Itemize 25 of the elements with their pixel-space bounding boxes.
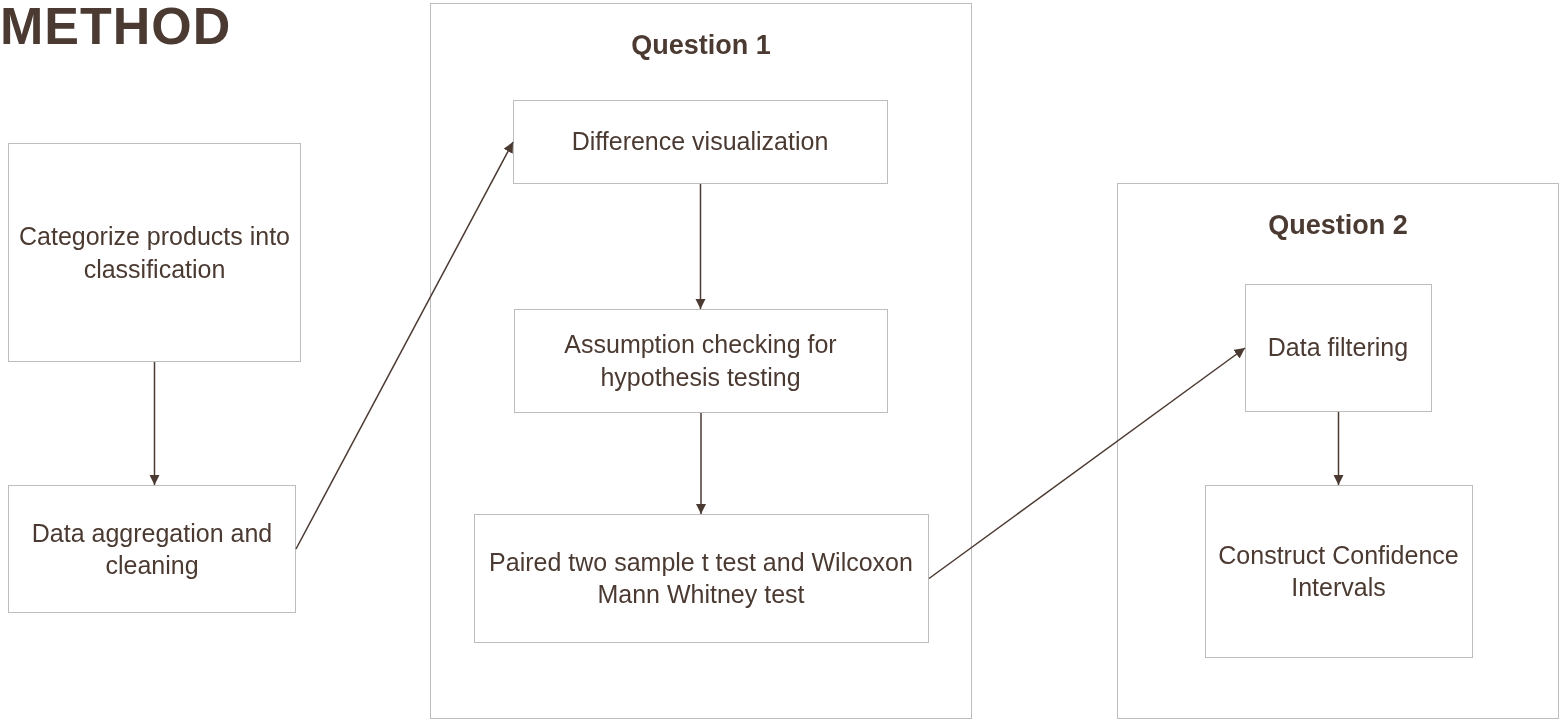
box-label: Construct Confidence Intervals <box>1217 539 1460 603</box>
process-box <box>1244 283 1432 412</box>
box-label: Data aggregation and cleaning <box>30 517 274 581</box>
process-box <box>512 99 888 184</box>
panel-heading: Question 2 <box>1268 210 1408 241</box>
arrow <box>149 361 160 486</box>
process-box <box>473 513 929 643</box>
process-box <box>8 485 296 613</box>
box-label: Difference visualization <box>570 126 830 158</box>
arrow <box>928 347 1246 580</box>
box-label: Assumption checking for hypothesis testing <box>563 329 838 393</box>
box-label: Data filtering <box>1266 332 1410 364</box>
box-label: Categorize products into classification <box>18 221 291 285</box>
arrow <box>1333 411 1344 486</box>
process-box <box>513 308 888 413</box>
group-panel <box>1117 183 1559 719</box>
panel-heading: Question 1 <box>631 30 771 61</box>
arrow <box>295 141 514 550</box>
box-label: Paired two sample t test and Wilcoxon Mann Whitney test <box>488 546 914 610</box>
arrow <box>695 412 707 515</box>
process-box <box>8 143 301 362</box>
title: METHOD <box>0 0 232 52</box>
group-panel <box>430 3 972 719</box>
process-box <box>1204 484 1473 658</box>
arrow <box>695 183 706 310</box>
